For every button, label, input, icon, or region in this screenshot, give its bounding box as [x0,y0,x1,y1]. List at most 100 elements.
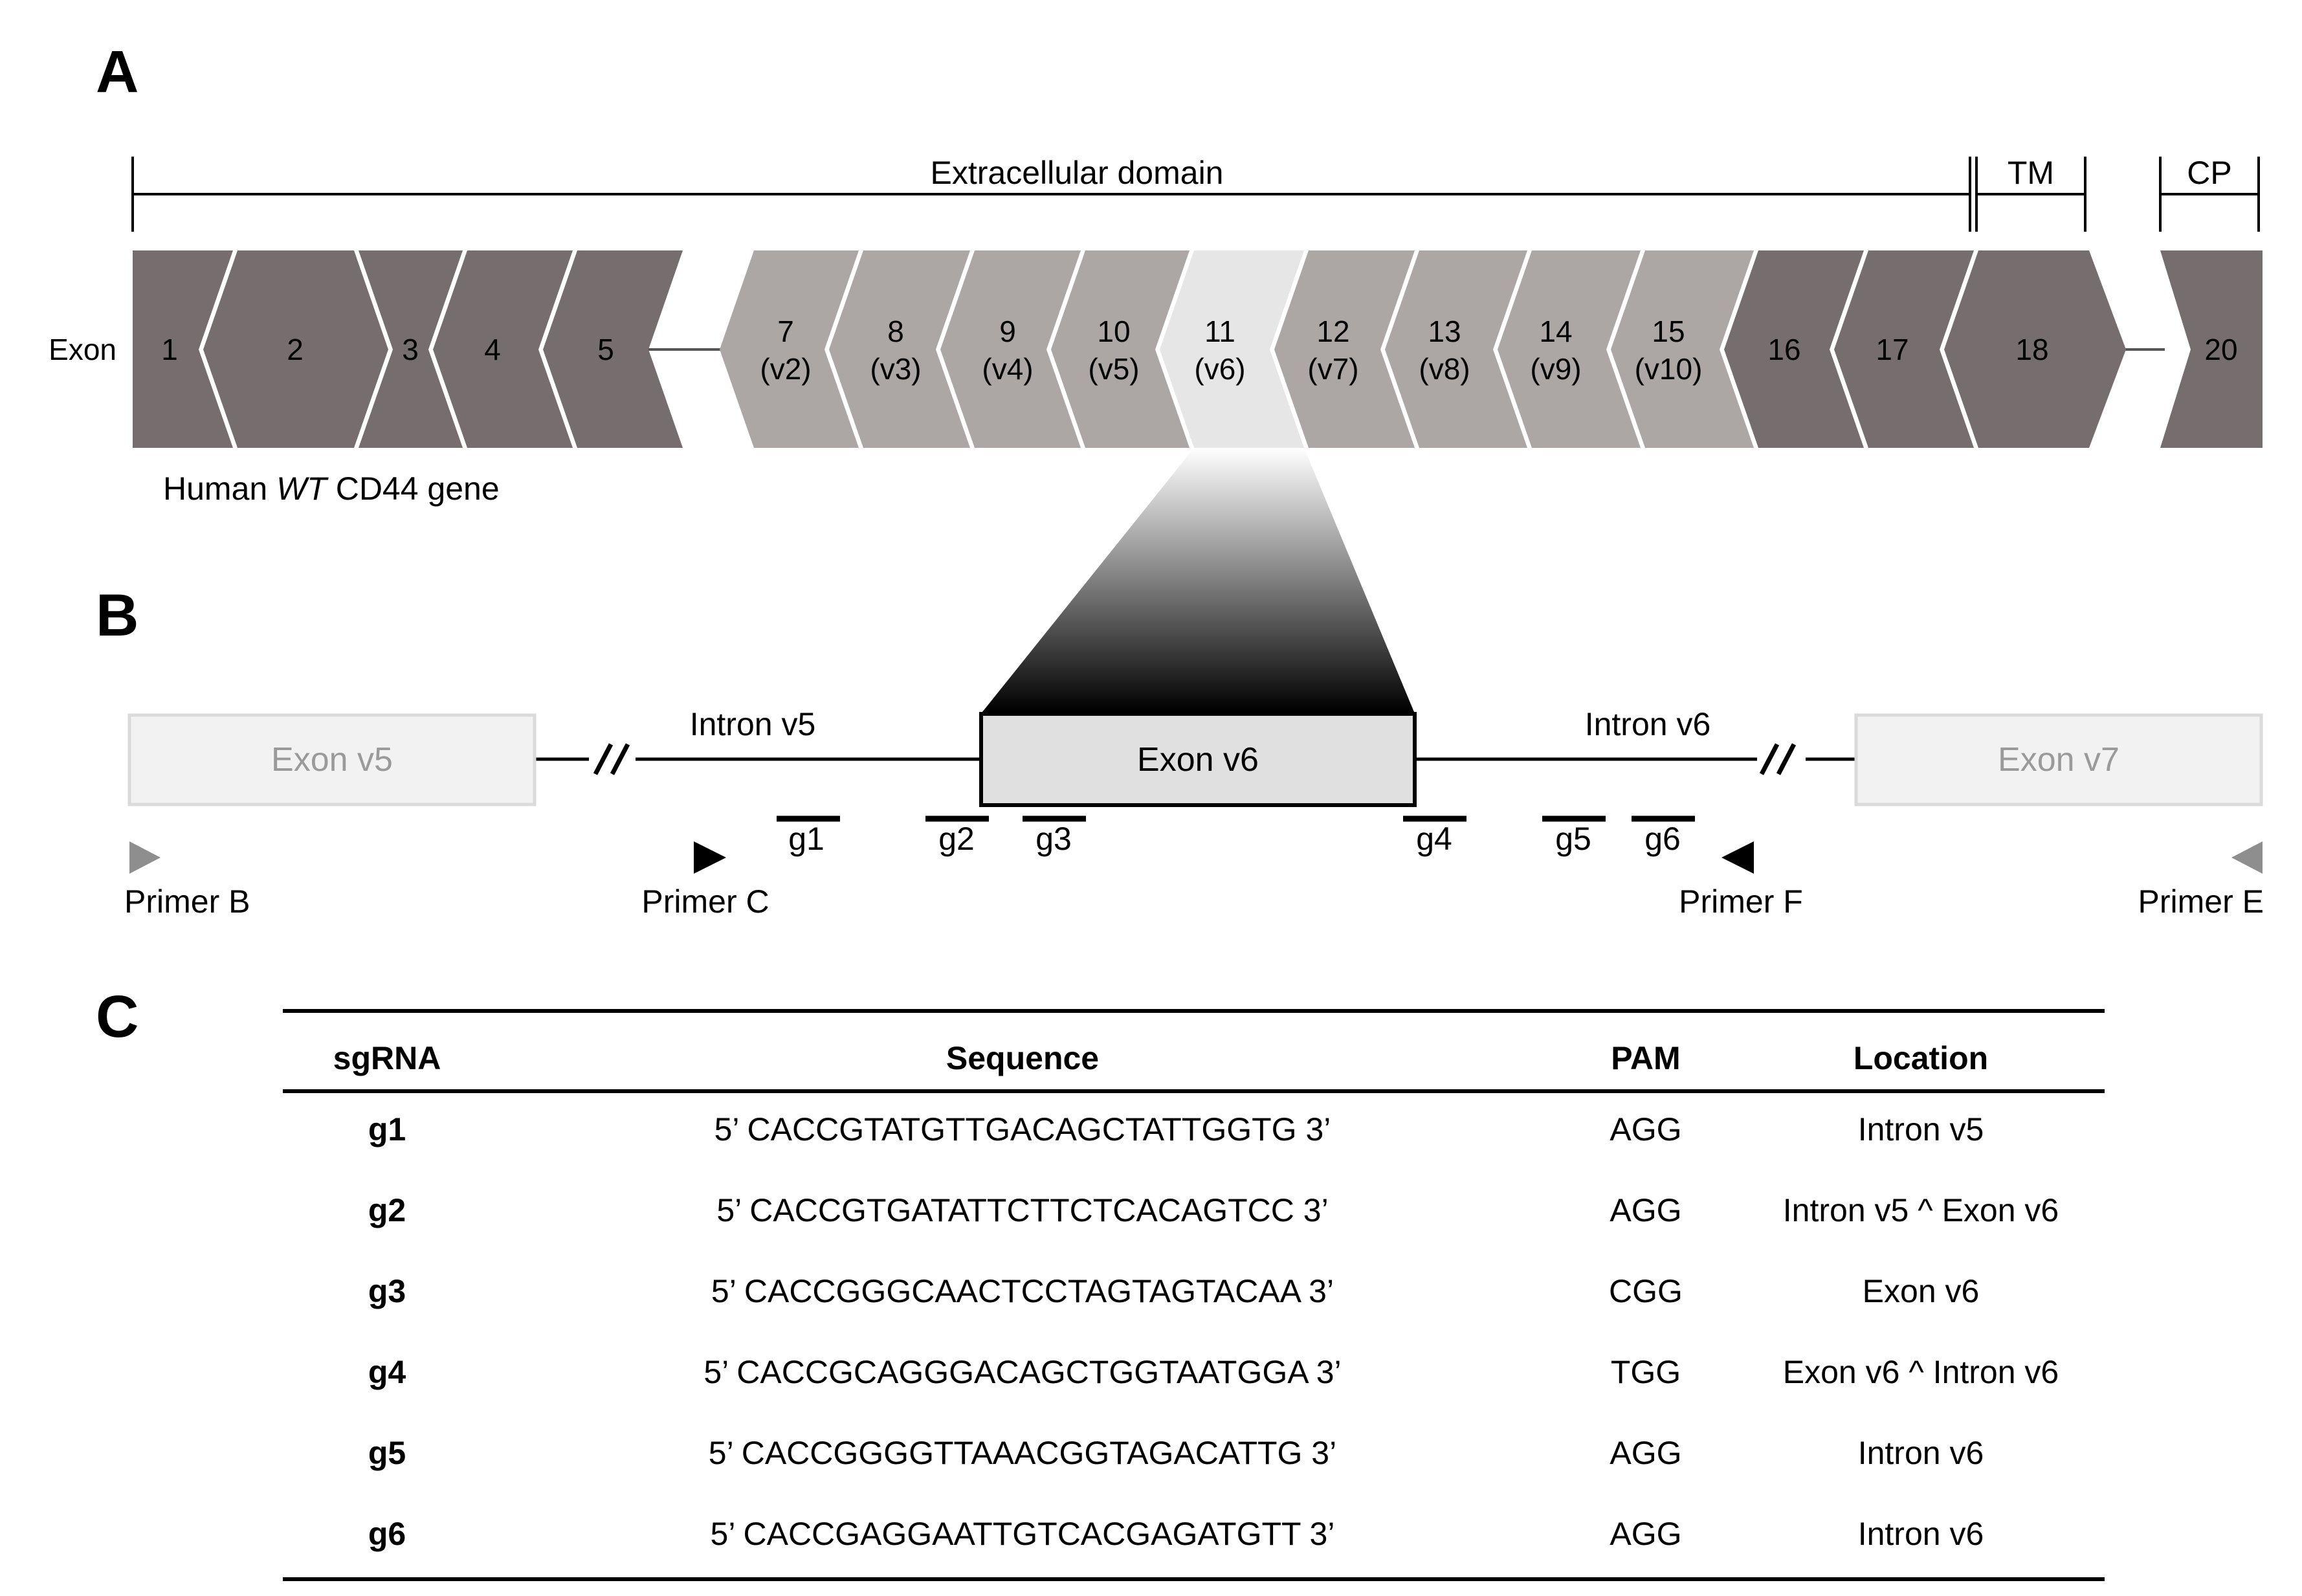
cell-sgrna: g1 [368,1111,406,1147]
cell-location: Exon v6 ^ Intron v6 [1783,1354,2059,1390]
cell-location: Intron v5 [1858,1111,1984,1147]
exon-12-variant: (v7) [1307,352,1358,386]
exon-row-label: Exon [49,333,116,366]
table-header-location: Location [1854,1040,1988,1076]
exon-7-variant: (v2) [760,352,811,386]
exon-v5-label: Exon v5 [271,741,393,779]
exon-7: 7 (v2) [720,250,859,448]
cell-sequence: 5’ CACCGGGGTTAAACGGTAGACATTG 3’ [709,1435,1336,1471]
exon-10: 10(v5) [1051,250,1190,448]
primer-c-label: Primer C [641,883,769,920]
exon-8-number: 8 [887,315,904,348]
table-header-pam: PAM [1611,1040,1680,1076]
exon-2: 2 [203,250,388,448]
exon-12-number: 12 [1316,315,1349,348]
exon-v6-box [979,712,1417,807]
gene-label-italic: WT [276,471,329,507]
cell-location: Intron v6 [1858,1516,1984,1552]
cell-sequence: 5’ CACCGTGATATTCTTCTCACAGTCC 3’ [716,1192,1328,1228]
panel-b-label: B [96,582,138,648]
exon-9-shape [940,250,1081,448]
exon-18: 18 [1944,250,2126,448]
exon-8: 8 (v3) [829,250,970,448]
primer-b-label: Primer B [124,883,250,920]
exon-v6-label: Exon v6 [1137,741,1259,779]
extracellular-domain-label: Extracellular domain [931,155,1224,191]
exon-4-shape [433,250,573,448]
exon-v5-box [127,713,537,806]
zoom-trapezoid [982,448,1414,712]
exon-14-shape [1498,250,1641,448]
exon-11: 11 (v6) [1160,250,1304,448]
break-mark-left [593,743,630,775]
gene-label-suffix: CD44 gene [327,471,500,507]
guide-label-g4: g4 [1416,821,1452,857]
exon-v7-label: Exon v7 [1998,741,2119,779]
exon-18-number: 18 [2015,333,2048,366]
panel-c-label: C [96,984,138,1050]
exon-18-shape [1944,250,2126,448]
exon-15-variant: (v10) [1635,352,1703,386]
exon-3-shape [359,250,463,448]
gene-label: Human WT CD44 gene [163,471,500,507]
intron-v6-label: Intron v6 [1585,706,1711,742]
exon-13-shape [1385,250,1527,448]
exon-10-shape [1051,250,1190,448]
exon-2-shape [203,250,388,448]
exon-14-number: 14 [1539,315,1572,348]
table-body: g1 5’ CACCGTATGTTGACAGCTATTGGTG 3’ AGG Intr… [368,1111,2059,1552]
guide-label-g6: g6 [1644,821,1681,857]
exon-20-number: 20 [2204,333,2237,366]
exon-17-number: 17 [1876,333,1909,366]
exon-3: 3 [359,250,463,448]
exon-11-number: 11 [1204,315,1235,348]
exon-8-shape [829,250,970,448]
exon-16: 16 [1724,250,1864,448]
cell-sgrna: g5 [368,1435,406,1471]
table-row: g1 5’ CACCGTATGTTGACAGCTATTGGTG 3’ AGG Intr… [368,1111,1984,1147]
guide-label-g1: g1 [788,821,825,857]
exon-10-variant: (v5) [1088,352,1139,386]
primer-b-arrow [129,841,160,874]
exon-16-shape [1724,250,1864,448]
exon-14: 14 (v9) [1498,250,1641,448]
cell-sequence: 5’ CACCGTATGTTGACAGCTATTGGTG 3’ [714,1111,1331,1147]
guide-label-g3: g3 [1035,821,1072,857]
exon-9: 9(v4) [940,250,1081,448]
guide-label-g5: g5 [1555,821,1591,857]
exon-12: 12 (v7) [1274,250,1415,448]
exon-v7-box [1854,713,2263,806]
cell-location: Exon v6 [1863,1273,1980,1309]
primer-e-arrow [2231,841,2263,874]
exon-11-variant: (v6) [1194,352,1245,386]
exon-1: 1 [133,250,233,448]
exon-17: 17 [1834,250,1974,448]
exon-14-variant: (v9) [1530,352,1581,386]
cell-pam: AGG [1610,1435,1681,1471]
cell-sequence: 5’ CACCGAGGAATTGTCACGAGATGTT 3’ [711,1516,1335,1552]
exon-11-shape [1160,250,1304,448]
exon-13: 13(v8) [1385,250,1527,448]
cell-location: Intron v5 ^ Exon v6 [1783,1192,2059,1228]
cp-domain-label: CP [2187,155,2231,191]
cell-sequence: 5’ CACCGCAGGGACAGCTGGTAATGGA 3’ [703,1354,1341,1390]
cell-sgrna: g2 [368,1192,406,1228]
exon-9-number: 9 [999,315,1016,348]
exon-3-number: 3 [402,333,419,366]
guide-label-g2: g2 [938,821,975,857]
cell-sgrna: g6 [368,1516,406,1552]
exon-7-number: 7 [777,315,794,348]
exon-8-variant: (v3) [870,352,921,386]
exon-4: 4 [433,250,573,448]
primer-c-arrow [694,841,726,874]
domain-brackets [131,157,2260,232]
cell-pam: AGG [1610,1111,1681,1147]
cell-sequence: 5’ CACCGGGCAACTCCTAGTAGTACAA 3’ [711,1273,1334,1309]
exon-7-shape [720,250,859,448]
exon-15-shape [1611,250,1754,448]
cell-location: Intron v6 [1858,1435,1984,1471]
